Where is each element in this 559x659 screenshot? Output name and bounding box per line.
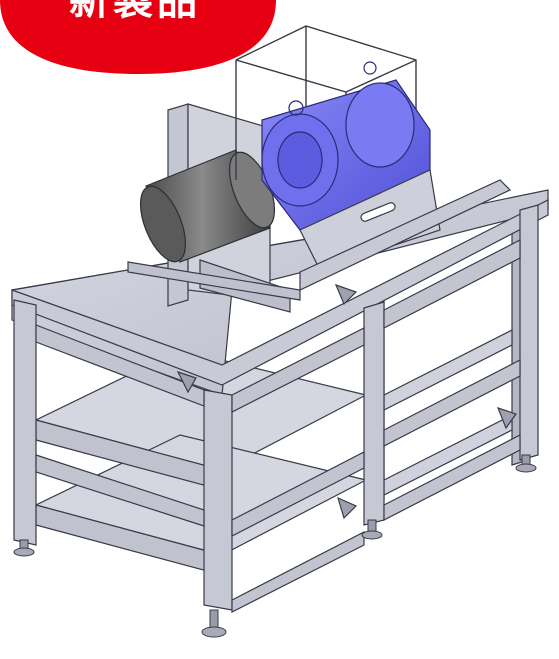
leveling-feet — [13, 454, 537, 638]
badge-background — [0, 0, 276, 74]
guard-plate — [299, 169, 441, 271]
frame-leg-front-right — [519, 204, 539, 461]
drum-cylinder — [139, 149, 276, 263]
frame-leg-front-center — [203, 389, 233, 611]
upper-base — [127, 179, 512, 301]
machine-frame — [11, 189, 549, 613]
new-product-badge: 新製品 — [0, 0, 276, 74]
corner-bracket — [496, 407, 517, 430]
frame-leg-front-left — [13, 299, 37, 546]
corner-bracket — [334, 283, 358, 306]
corner-bracket — [337, 496, 358, 520]
frame-leg-middle — [363, 301, 385, 526]
corner-bracket — [176, 370, 197, 394]
badge-label: 新製品 — [69, 0, 201, 24]
